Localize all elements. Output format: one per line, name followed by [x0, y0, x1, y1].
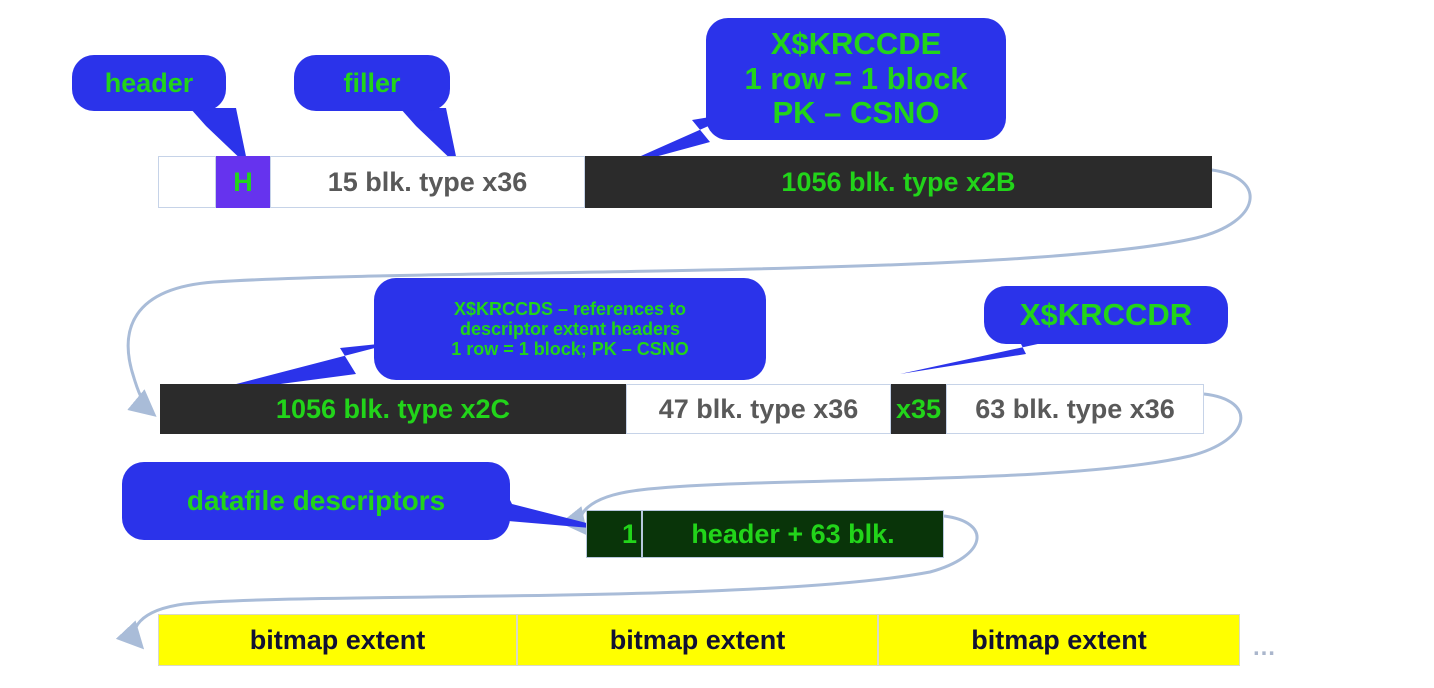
- extent-header-cell[interactable]: header + 63 blk.: [642, 510, 944, 558]
- controlfile-row-1: H 15 blk. type x36 1056 blk. type x2B: [158, 156, 1212, 208]
- bitmap-extent-3[interactable]: bitmap extent: [878, 614, 1240, 666]
- callout-datafile-descriptors-label: datafile descriptors: [186, 485, 446, 517]
- descriptor-extent-row: 1 header + 63 blk.: [586, 510, 944, 558]
- callout-krccde-line3: PK – CSNO: [772, 95, 940, 131]
- callout-header-label: header: [104, 67, 194, 98]
- filler-blocks[interactable]: 15 blk. type x36: [270, 156, 585, 208]
- x35-block[interactable]: x35: [891, 384, 946, 434]
- callout-krccds-line2: descriptor extent headers: [459, 318, 681, 339]
- callout-krccds-line3: 1 row = 1 block; PK – CSNO: [451, 339, 689, 360]
- callout-krccde-line2: 1 row = 1 block: [744, 60, 968, 96]
- bitmap-extent-ellipsis: …: [1252, 634, 1279, 661]
- callout-krccdr-label: X$KRCCDR: [1019, 296, 1193, 332]
- callout-filler-label: filler: [343, 67, 401, 98]
- bitmap-extent-1[interactable]: bitmap extent: [158, 614, 517, 666]
- bitmap-extent-row: bitmap extent bitmap extent bitmap exten…: [158, 614, 1240, 666]
- header-block[interactable]: H: [216, 156, 270, 208]
- callout-krccde-line1: X$KRCCDE: [770, 25, 942, 61]
- callout-krccdr-bubble: X$KRCCDR: [984, 286, 1228, 344]
- filler-blocks-63[interactable]: 63 blk. type x36: [946, 384, 1204, 434]
- callout-filler-bubble: filler: [294, 55, 450, 111]
- callout-krccde-bubble: X$KRCCDE 1 row = 1 block PK – CSNO: [706, 18, 1006, 140]
- controlfile-row-2: 1056 blk. type x2C 47 blk. type x36 x35 …: [160, 384, 1204, 434]
- bitmap-extent-2[interactable]: bitmap extent: [517, 614, 878, 666]
- krccds-blocks[interactable]: 1056 blk. type x2C: [160, 384, 626, 434]
- empty-leading-block[interactable]: [158, 156, 216, 208]
- callout-datafile-descriptors-bubble: datafile descriptors: [122, 462, 510, 540]
- callout-header-bubble: header: [72, 55, 226, 111]
- callout-krccds-bubble: X$KRCCDS – references to descriptor exte…: [374, 278, 766, 380]
- extent-lead-cell[interactable]: 1: [586, 510, 642, 558]
- filler-blocks-47[interactable]: 47 blk. type x36: [626, 384, 891, 434]
- krccde-blocks[interactable]: 1056 blk. type x2B: [585, 156, 1212, 208]
- callout-krccds-line1: X$KRCCDS – references to: [453, 298, 687, 319]
- callout-krccdr-tail: [900, 340, 1056, 374]
